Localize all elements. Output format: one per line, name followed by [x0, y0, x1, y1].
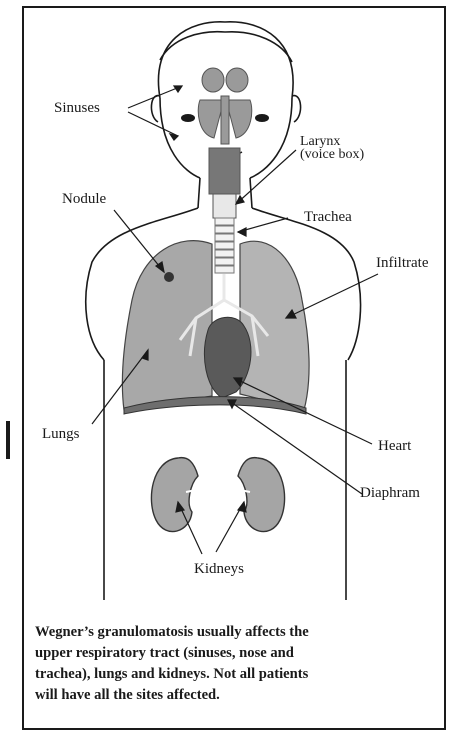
label-diaphram: Diaphram: [360, 486, 420, 501]
caption-line-3: trachea), lungs and kidneys. Not all pat…: [35, 664, 435, 685]
label-trachea: Trachea: [304, 210, 352, 225]
label-lungs: Lungs: [42, 427, 80, 442]
label-sinuses: Sinuses: [54, 101, 100, 116]
caption-line-4: will have all the sites affected.: [35, 685, 435, 706]
figure-caption: Wegner’s granulomatosis usually affects …: [35, 622, 435, 706]
sinuses-organ: [198, 68, 252, 144]
label-larynx-line2: (voice box): [300, 148, 364, 161]
label-infiltrate: Infiltrate: [376, 256, 428, 271]
caption-line-2: upper respiratory tract (sinuses, nose a…: [35, 643, 435, 664]
label-kidneys: Kidneys: [194, 562, 244, 577]
kidneys-organ: [151, 458, 284, 532]
label-nodule: Nodule: [62, 192, 106, 207]
airway: [209, 148, 240, 273]
nodule-organ: [164, 272, 174, 282]
label-heart: Heart: [378, 439, 411, 454]
caption-line-1: Wegner’s granulomatosis usually affects …: [35, 622, 435, 643]
